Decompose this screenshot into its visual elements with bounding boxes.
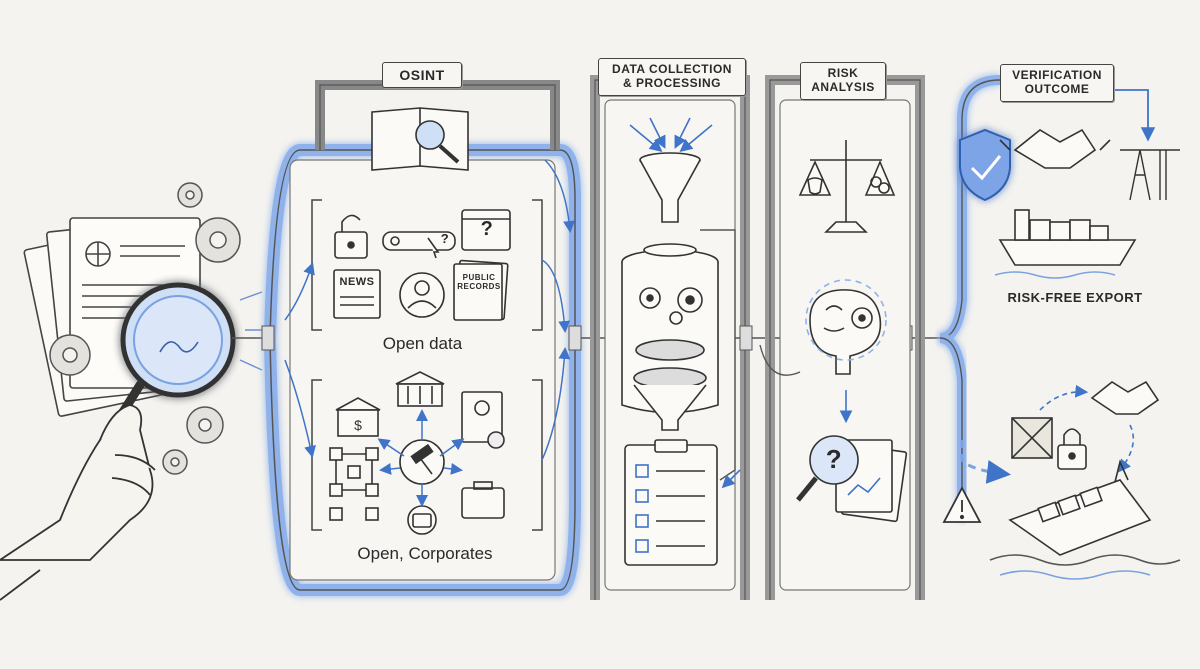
result-label-risk-free: RISK-FREE EXPORT — [1007, 290, 1143, 305]
browser-window-icon — [461, 209, 511, 251]
sinking-ship-icon — [989, 459, 1181, 580]
report-question-mark: ? — [825, 444, 843, 474]
stage-label-outcome: VERIFICATION OUTCOME — [1000, 64, 1114, 102]
network-graph-icon — [329, 447, 379, 521]
newspaper-label: NEWS — [339, 276, 375, 288]
report-magnifier-icon — [796, 435, 908, 523]
search-question-mark: ? — [440, 231, 450, 246]
briefcase-icon-right — [461, 481, 505, 519]
group-label-corporates: Open, Corporates — [357, 544, 493, 563]
osint-panel: $ — [284, 107, 576, 581]
crate-icon — [1011, 417, 1053, 459]
handshake-icon-bottom — [1090, 380, 1160, 415]
stage-label-osint: OSINT — [382, 62, 462, 89]
gavel-icon — [399, 439, 445, 485]
search-bar-icon — [382, 231, 456, 259]
warning-triangle-icon — [942, 486, 982, 523]
checklist-clipboard-icon — [624, 439, 718, 566]
briefcase-icon-bottom — [407, 505, 437, 535]
processing-tank-icon — [621, 243, 719, 431]
outcome-area — [942, 89, 1181, 580]
stage-label-risk: RISK ANALYSIS — [800, 62, 886, 100]
handshake-icon-top — [999, 128, 1111, 169]
padlock-closed-icon — [1057, 428, 1087, 470]
collection-panel — [604, 99, 741, 591]
public-records-label: PUBLIC RECORDS — [457, 273, 501, 291]
newspaper-icon — [333, 269, 381, 319]
certificate-icon — [461, 391, 505, 449]
svg-text:$: $ — [354, 417, 362, 433]
group-label-open-data: Open data — [382, 334, 463, 353]
bank-icon-center — [395, 371, 445, 407]
risk-panel — [759, 99, 911, 591]
gear-cluster-left-icon — [49, 182, 241, 475]
port-crane-icon — [1120, 149, 1180, 201]
funnel-top-icon — [639, 152, 701, 223]
shield-check-icon — [959, 128, 1011, 202]
public-records-icon — [453, 259, 509, 321]
magnifying-glass-icon — [113, 282, 236, 425]
browser-question-mark: ? — [480, 218, 494, 240]
bank-icon-left: $ — [335, 397, 381, 437]
open-book-icon — [371, 107, 469, 171]
padlock-open-icon — [334, 214, 368, 259]
brain-gear-icon — [805, 279, 887, 375]
cargo-ship-icon — [994, 209, 1137, 279]
stage-label-collection: DATA COLLECTION & PROCESSING — [598, 58, 746, 96]
scales-icon — [798, 140, 896, 233]
dashed-arrows — [1039, 384, 1135, 473]
hand-icon — [0, 404, 156, 601]
user-profile-icon — [399, 272, 445, 318]
incoming-arrows — [629, 117, 713, 153]
